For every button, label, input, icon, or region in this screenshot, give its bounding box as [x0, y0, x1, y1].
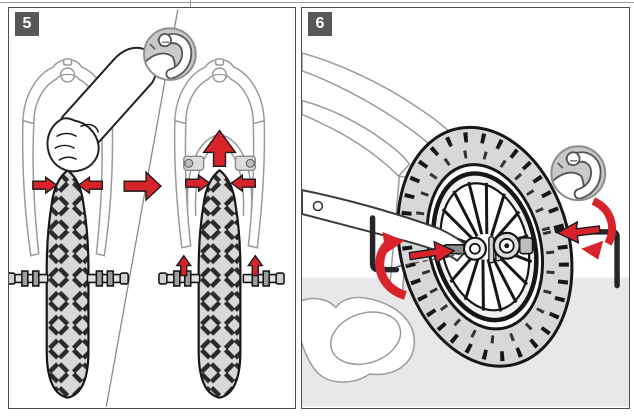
- rotation-arrow-right: [581, 197, 616, 260]
- panel-step-6: 6: [301, 7, 630, 409]
- axle-nut: [518, 237, 534, 255]
- step-6-illustration: [302, 52, 629, 407]
- dropout-up-arrow-right: [247, 254, 263, 277]
- step-5-illustration: [9, 9, 285, 407]
- next-step-arrow: [123, 170, 162, 202]
- push-arrow-right: [555, 220, 601, 244]
- rotation-arrow-left: [375, 231, 407, 300]
- alignment-dashed-line-left: [396, 252, 468, 268]
- footboard: [302, 296, 416, 383]
- axle-right: [86, 270, 129, 287]
- axle-right-2: [242, 270, 285, 287]
- axle-left-2: [158, 270, 201, 287]
- squeeze-arrow-right: [77, 176, 104, 194]
- hub-axle: [438, 231, 534, 264]
- muscle-effort-icon: [550, 146, 605, 201]
- push-arrow-left: [408, 240, 456, 264]
- page-crop-divider: [190, 0, 191, 7]
- dropouts: [183, 155, 256, 171]
- tire-tread: [400, 132, 569, 362]
- step-badge: 5: [15, 12, 39, 36]
- front-wheel-left: [45, 169, 90, 399]
- step-badge: 6: [308, 12, 332, 36]
- panel-step-5: 5: [8, 7, 296, 409]
- page-crop-line: [0, 2, 634, 3]
- squeeze-arrow-left: [32, 176, 58, 194]
- front-wheel-right: [197, 169, 242, 399]
- hand-pushing-wheel: [46, 46, 158, 173]
- muscle-effort-icon: [143, 28, 196, 81]
- insert-up-arrow: [202, 129, 237, 167]
- front-fork-left: [21, 58, 114, 257]
- axle-left: [9, 270, 49, 287]
